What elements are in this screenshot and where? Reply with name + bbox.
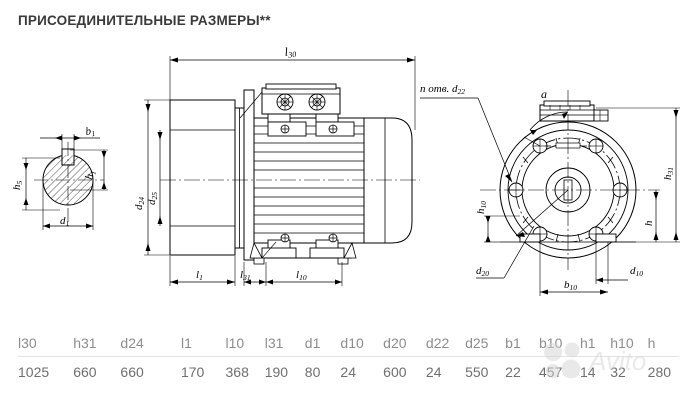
dimensions-table: l30 h31 d24 l1 l10 l31 d1 d10 d20 d22 d2… — [0, 330, 697, 387]
table-value-cell: 368 — [225, 364, 249, 380]
table-header-cell: l10 — [225, 335, 245, 351]
svg-text:h10: h10 — [475, 201, 488, 214]
svg-text:d24: d24 — [133, 197, 146, 210]
shaft-section-view: b1 h5 h1 — [11, 125, 108, 230]
motor-side-view: l30 — [133, 44, 420, 286]
table-header-cell: d20 — [383, 335, 407, 351]
svg-text:h1: h1 — [83, 169, 98, 181]
table-header-cell: b10 — [539, 335, 563, 351]
svg-text:a: a — [541, 87, 547, 101]
table-value-cell: 190 — [264, 364, 289, 380]
table-value-cell: 80 — [304, 364, 321, 380]
table-header-cell: b1 — [505, 335, 521, 351]
svg-text:b10: b10 — [564, 279, 577, 292]
table-header-cell: d1 — [304, 335, 321, 351]
svg-text:d20: d20 — [476, 265, 489, 278]
table-header-row: l30 h31 d24 l1 l10 l31 d1 d10 d20 d22 d2… — [18, 330, 678, 356]
table-header-cell: l1 — [180, 335, 192, 351]
table-header-cell: l31 — [264, 335, 284, 351]
svg-text:n отв. d22: n отв. d22 — [420, 83, 465, 96]
svg-text:b1: b1 — [85, 125, 96, 139]
svg-text:h: h — [643, 220, 655, 226]
table-divider — [18, 356, 679, 357]
table-value-cell: 457 — [539, 364, 563, 380]
svg-text:d10: d10 — [630, 265, 643, 278]
technical-drawing: b1 h5 h1 — [0, 30, 697, 320]
table-header-cell: d22 — [425, 335, 450, 351]
svg-text:l30: l30 — [284, 44, 297, 60]
svg-text:l1: l1 — [196, 269, 203, 282]
table-header-cell: d25 — [465, 335, 489, 351]
table-value-cell: 550 — [465, 364, 489, 380]
svg-text:l10: l10 — [296, 269, 307, 282]
motor-end-view: a n отв. d22 h31 — [420, 83, 680, 296]
table-header-cell: h10 — [610, 335, 634, 351]
svg-text:h5: h5 — [11, 181, 24, 191]
page-title: ПРИСОЕДИНИТЕЛЬНЫЕ РАЗМЕРЫ** — [18, 13, 271, 28]
table-value-cell: 1025 — [18, 364, 50, 380]
svg-text:d1: d1 — [60, 215, 69, 228]
table-value-cell: 280 — [647, 364, 672, 380]
table-value-cell: 14 — [579, 364, 596, 380]
table-value-cell: 600 — [383, 364, 407, 380]
table-value-cell: 24 — [425, 364, 442, 380]
table-value-cell: 22 — [505, 364, 521, 380]
table-value-row: 1025 660 660 170 368 190 80 24 600 24 55… — [18, 357, 678, 387]
svg-text:d25: d25 — [146, 192, 159, 205]
table-header-cell: d10 — [340, 335, 364, 351]
table-value-cell: 24 — [340, 364, 356, 380]
table-header-cell: h1 — [579, 335, 596, 351]
table-value-cell: 32 — [610, 364, 626, 380]
table-value-cell: 660 — [73, 364, 97, 380]
table-value-cell: 660 — [120, 364, 144, 380]
table-header-cell: h31 — [73, 335, 97, 351]
table-header-cell: l30 — [18, 335, 37, 351]
svg-text:h31: h31 — [662, 167, 675, 180]
table-header-cell: h — [647, 335, 656, 351]
table-value-cell: 170 — [180, 364, 205, 380]
table-header-cell: d24 — [120, 335, 144, 351]
svg-text:l31: l31 — [240, 269, 251, 282]
